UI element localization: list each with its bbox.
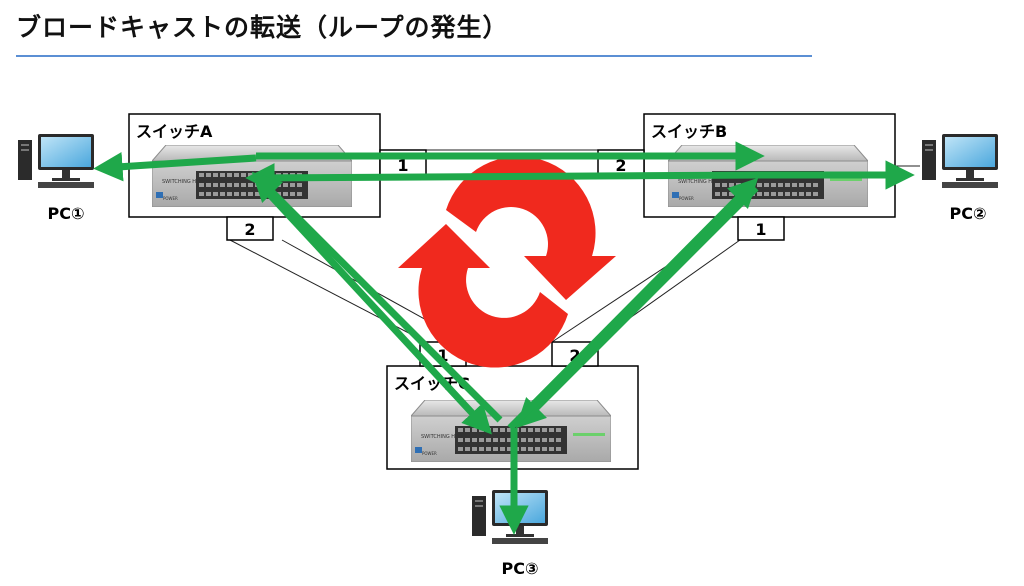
loop-arc-upper	[446, 156, 616, 300]
arrow-a-to-pc1	[93, 151, 257, 182]
pc-2-icon	[922, 134, 998, 188]
pc-1: PC①	[18, 134, 94, 223]
switch-a-name: スイッチA	[136, 122, 213, 141]
pc-2-label: PC②	[949, 204, 986, 223]
switch-c-port-1-label: 1	[437, 346, 448, 365]
loop-arc-lower	[398, 224, 568, 368]
page-title: ブロードキャストの転送（ループの発生）	[16, 13, 509, 42]
switch-c-model-text: SWITCHING HUB	[421, 434, 463, 440]
arrow-b-to-a-lower	[245, 163, 771, 193]
switch-b-port-2-label: 2	[615, 156, 626, 175]
switch-a-port-2-label: 2	[244, 220, 255, 239]
pc-3-label: PC③	[501, 559, 538, 578]
broadcast-arrows	[93, 141, 915, 535]
arrow-b-to-c	[515, 185, 759, 429]
switch-c-port-2-label: 2	[569, 346, 580, 365]
pc-1-icon	[18, 134, 94, 188]
arrow-a-to-c-1	[255, 179, 492, 435]
loop-symbol	[398, 156, 616, 368]
pc-3: PC③	[472, 490, 548, 578]
title-underline	[16, 55, 812, 57]
switch-b: スイッチB SWITCHING HUB POWER 2 1	[597, 113, 896, 241]
switch-b-power-text: POWER	[679, 196, 694, 201]
pc-1-label: PC①	[47, 204, 84, 223]
switch-b-name: スイッチB	[651, 122, 727, 141]
pc-3-icon	[472, 490, 548, 544]
switch-b-port-1-label: 1	[755, 220, 766, 239]
switch-a-model-text: SWITCHING HUB	[162, 179, 204, 185]
switch-b-port-1	[737, 216, 785, 241]
arrow-c-to-b	[507, 177, 759, 431]
switch-a-power-text: POWER	[163, 196, 178, 201]
pc-2: PC②	[922, 134, 998, 223]
switch-b-model-text: SWITCHING HUB	[678, 179, 720, 185]
arrow-c-to-a	[251, 171, 503, 423]
switch-a-port-2	[226, 216, 274, 241]
switch-a-port-1-label: 1	[397, 156, 408, 175]
switch-c-power-text: POWER	[422, 451, 437, 456]
